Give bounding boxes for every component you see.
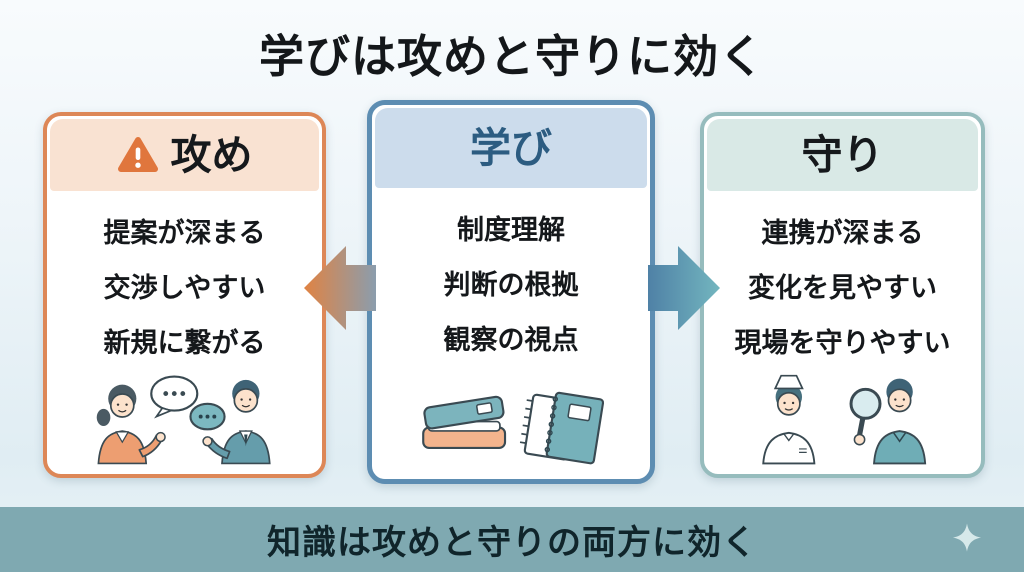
footer-text: 知識は攻めと守りの両方に効く — [267, 524, 757, 562]
panel-offense-header: 攻め — [50, 119, 319, 191]
panel-item: 現場を守りやすい — [734, 328, 951, 358]
panel-defense: 守り 連携が深まる 変化を見やすい 現場を守りやすい — [700, 112, 985, 478]
panel-offense-title: 攻め — [170, 131, 253, 178]
panel-learning-title: 学び — [470, 124, 552, 171]
panel-learning-header: 学び — [375, 108, 647, 188]
panel-learning-body: 制度理解 判断の根拠 観察の視点 — [375, 188, 647, 359]
panel-item: 連携が深まる — [761, 218, 924, 248]
books-notebooks-illustration — [382, 373, 640, 471]
panel-item: 観察の視点 — [443, 325, 579, 355]
panel-defense-title: 守り — [801, 131, 884, 178]
page-title: 学びは攻めと守りに効く — [258, 31, 765, 82]
panel-learning: 学び 制度理解 判断の根拠 観察の視点 — [367, 100, 655, 484]
panel-item: 新規に繋がる — [103, 328, 266, 358]
panel-offense: 攻め 提案が深まる 交渉しやすい 新規に繋がる — [43, 112, 326, 478]
arrow-left-icon — [304, 246, 376, 330]
panel-item: 判断の根拠 — [443, 270, 579, 300]
arrow-right-icon — [648, 246, 720, 330]
panel-item: 交渉しやすい — [103, 273, 266, 303]
nurse-magnifier-illustration — [714, 368, 971, 466]
warning-triangle-icon — [117, 137, 158, 172]
panel-defense-body: 連携が深まる 変化を見やすい 現場を守りやすい — [707, 191, 978, 362]
panel-defense-header: 守り — [707, 119, 978, 191]
panel-offense-body: 提案が深まる 交渉しやすい 新規に繋がる — [50, 191, 319, 362]
footer-banner: 知識は攻めと守りの両方に効く — [0, 507, 1024, 572]
panel-item: 制度理解 — [457, 215, 565, 245]
panel-item: 変化を見やすい — [748, 273, 937, 303]
sparkle-icon — [952, 523, 982, 552]
panel-item: 提案が深まる — [103, 218, 266, 248]
two-people-talking-illustration — [57, 368, 312, 466]
